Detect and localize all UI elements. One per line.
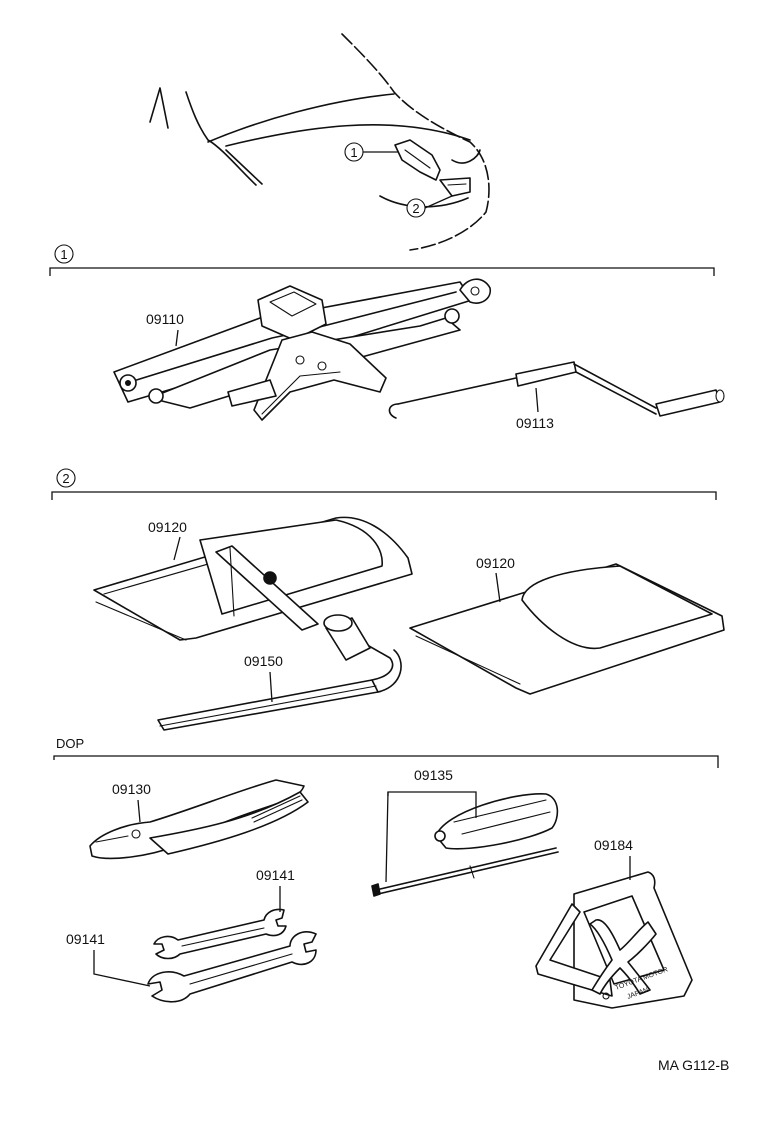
svg-text:09120: 09120 [148, 519, 187, 535]
svg-text:09120: 09120 [476, 555, 515, 571]
pliers [89, 779, 309, 860]
svg-text:09184: 09184 [594, 837, 633, 853]
svg-text:09150: 09150 [244, 653, 283, 669]
svg-text:DOP: DOP [56, 736, 84, 751]
label-09113: 09113 [516, 387, 554, 431]
figure-code: MA G112-B [658, 1057, 729, 1073]
label-09120-rolled: 09120 [148, 519, 187, 561]
label-09135: 09135 [385, 767, 477, 883]
callout-1: 1 [344, 142, 398, 162]
label-09120-open: 09120 [476, 555, 515, 603]
label-09150: 09150 [244, 653, 283, 703]
jack-handle [388, 361, 725, 419]
svg-text:09141: 09141 [256, 867, 295, 883]
wheel-nut-wrench [157, 614, 402, 731]
tool-bag-open [409, 563, 725, 695]
svg-text:2: 2 [412, 201, 419, 216]
svg-text:09141: 09141 [66, 931, 105, 947]
trunk-jack-location [394, 139, 471, 197]
dop-section-header: DOP [53, 736, 719, 768]
wrench-small [153, 908, 287, 960]
svg-text:09130: 09130 [112, 781, 151, 797]
label-09110: 09110 [146, 311, 184, 347]
svg-text:1: 1 [350, 145, 357, 160]
label-09141-upper: 09141 [256, 867, 295, 912]
screwdriver [371, 793, 559, 897]
label-09184: 09184 [594, 837, 633, 880]
scissor-jack [113, 278, 492, 421]
wrench-large [147, 931, 317, 1003]
label-09130: 09130 [112, 781, 151, 823]
label-09141-lower: 09141 [66, 931, 151, 987]
section-2-header: 2 [51, 468, 717, 500]
svg-text:09113: 09113 [516, 415, 554, 431]
svg-text:09110: 09110 [146, 311, 184, 327]
svg-text:09135: 09135 [414, 767, 453, 783]
tool-bag-rolled [93, 516, 413, 641]
svg-text:1: 1 [60, 247, 67, 262]
warning-triangle: TOYOTA MOTOR JAPAN [535, 871, 693, 1009]
section-1-header: 1 [49, 244, 715, 276]
car-body-outline [149, 33, 490, 251]
callout-2: 2 [406, 195, 453, 218]
svg-text:2: 2 [62, 471, 69, 486]
